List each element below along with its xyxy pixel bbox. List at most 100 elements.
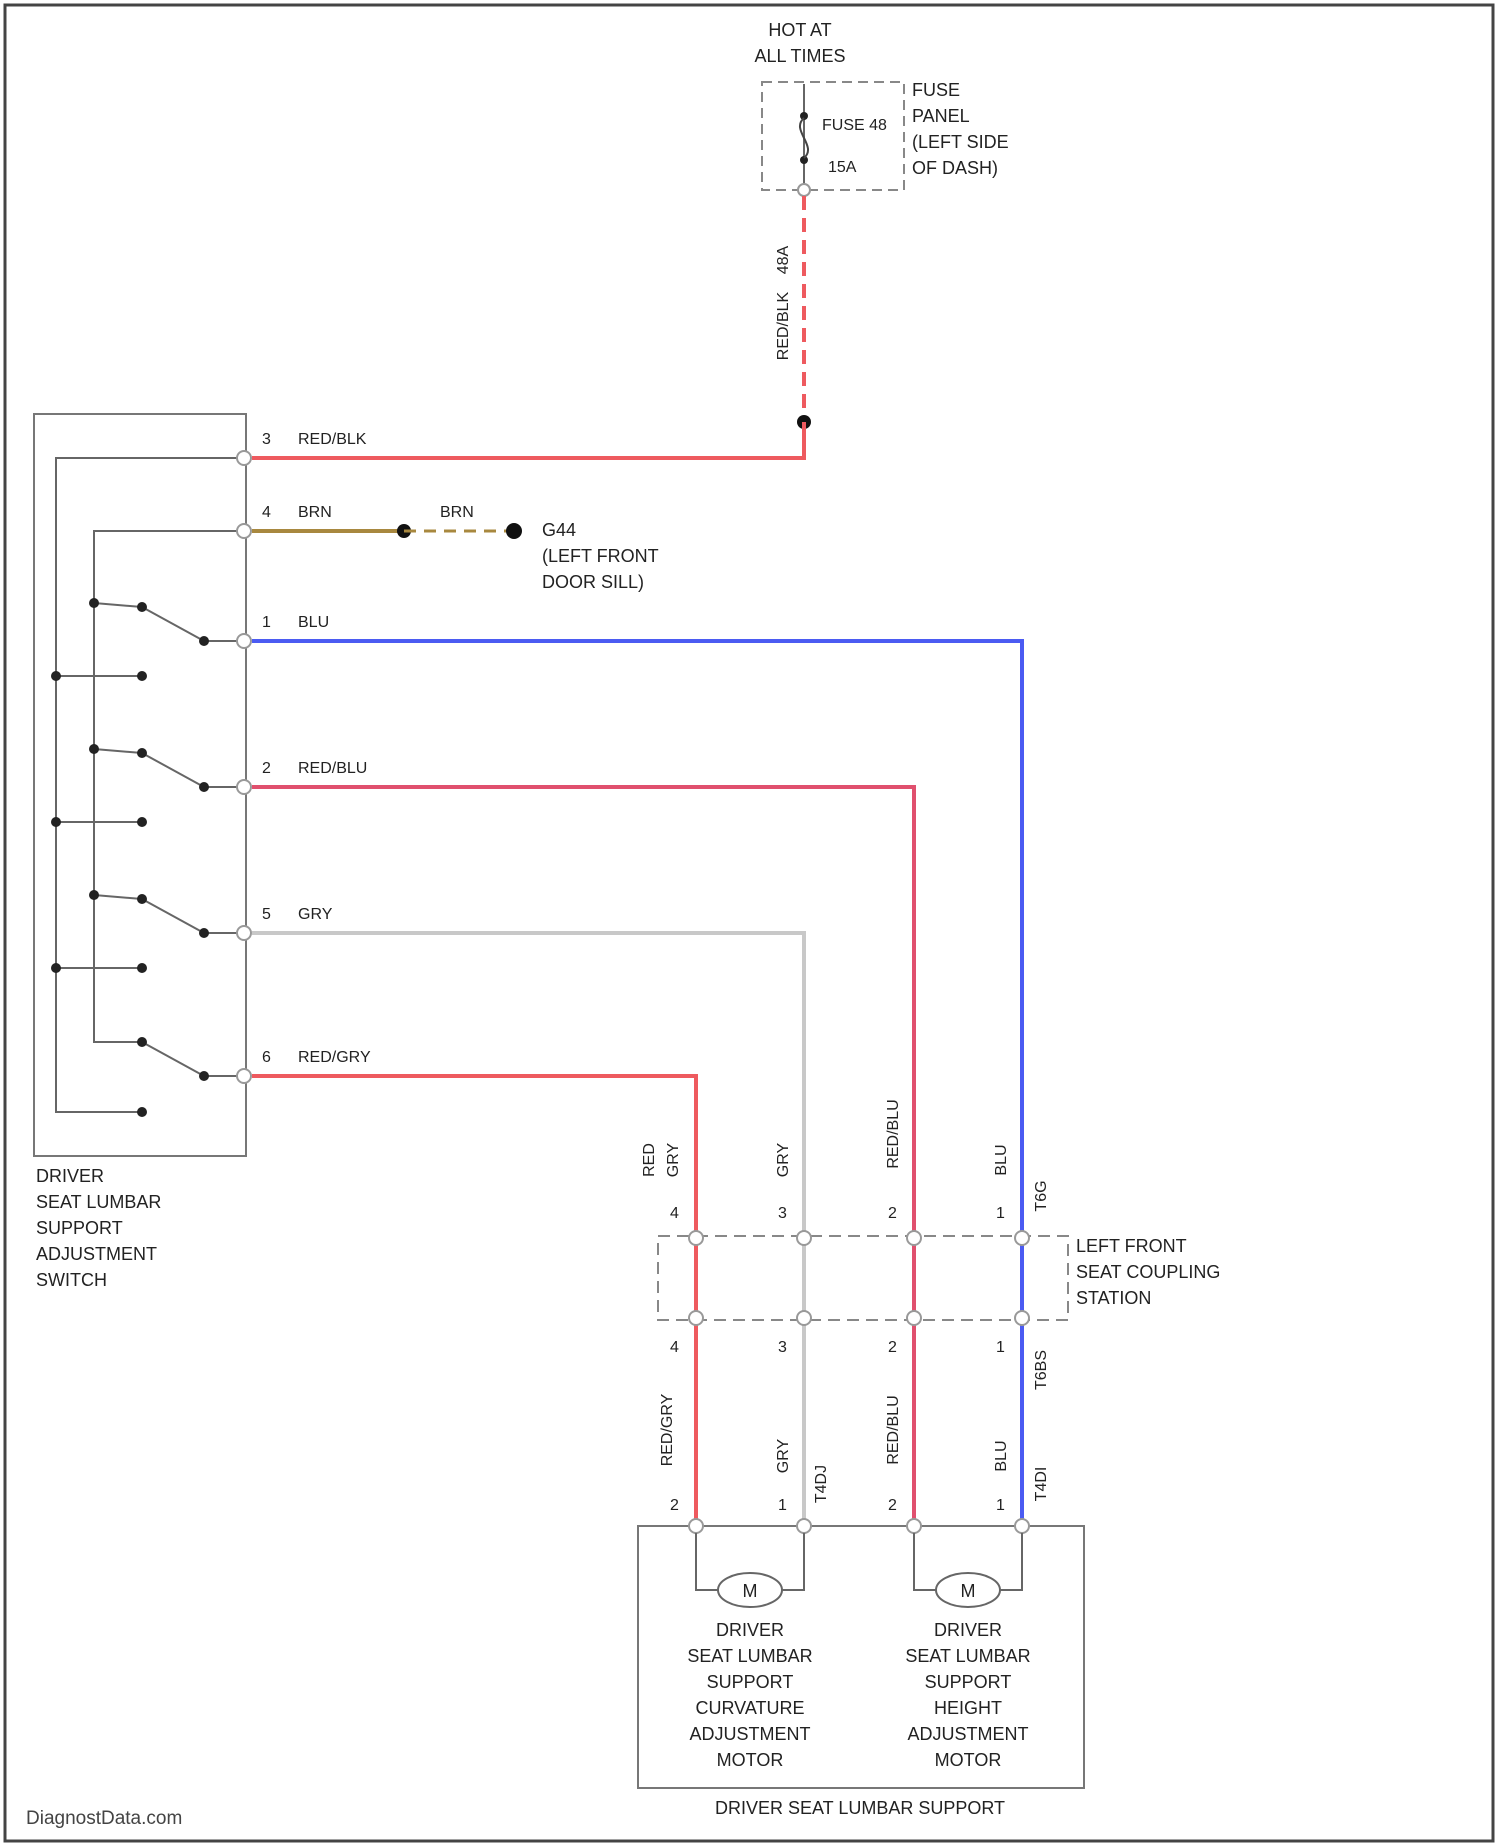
switch-pin-terminal bbox=[237, 926, 251, 940]
height-motor: M DRIVER SEAT LUMBAR SUPPORT HEIGHT ADJU… bbox=[905, 1533, 1030, 1770]
switch-pin-number: 6 bbox=[262, 1049, 271, 1066]
coupling-top-pin-number: 1 bbox=[996, 1205, 1005, 1222]
switch-pin-wire: RED/GRY bbox=[298, 1049, 371, 1066]
coupling-bottom-wire: GRY bbox=[775, 1438, 792, 1473]
switch-pin-terminal bbox=[237, 1069, 251, 1083]
switch-pin-terminal bbox=[237, 634, 251, 648]
fuse-panel-label: PANEL bbox=[912, 106, 970, 126]
ground-label: (LEFT FRONT bbox=[542, 546, 659, 566]
switch-label: SEAT LUMBAR bbox=[36, 1192, 161, 1212]
coupling-bottom-wire: BLU bbox=[993, 1440, 1010, 1471]
switch-pin-number: 1 bbox=[262, 614, 271, 631]
driver-seat-lumbar-switch: DRIVER SEAT LUMBAR SUPPORT ADJUSTMENT SW… bbox=[34, 414, 251, 1290]
switch-pin-wire: BRN bbox=[298, 504, 332, 521]
fuse-pin-number: 48A bbox=[775, 245, 792, 274]
driver-seat-lumbar-support-assembly: T4DJ T4DI 2 1 2 1 M DRIVER SEAT LUMBAR S… bbox=[638, 1465, 1084, 1818]
coupling-bottom-connector: T6BS bbox=[1033, 1350, 1050, 1390]
curvature-motor: M DRIVER SEAT LUMBAR SUPPORT CURVATURE A… bbox=[687, 1533, 812, 1770]
switch-contact bbox=[51, 890, 244, 973]
motor-pin-number: 2 bbox=[670, 1497, 679, 1514]
fuse-panel: HOT AT ALL TIMES FUSE 48 15A FUSE PANEL … bbox=[754, 20, 1008, 196]
motor-label: CURVATURE bbox=[695, 1698, 804, 1718]
coupling-top-wire: RED bbox=[641, 1143, 658, 1177]
coupling-pin-bottom bbox=[1015, 1311, 1029, 1325]
coupling-top-wire: BLU bbox=[993, 1144, 1010, 1175]
motor-pin-terminal bbox=[907, 1519, 921, 1533]
coupling-top-pin-number: 4 bbox=[670, 1205, 679, 1222]
fuse-name: FUSE 48 bbox=[822, 117, 887, 134]
switch-pin-wire: GRY bbox=[298, 906, 333, 923]
motor-pin-number: 1 bbox=[778, 1497, 787, 1514]
coupling-top-wire: GRY bbox=[665, 1142, 682, 1177]
coupling-bottom-pin-number: 4 bbox=[670, 1339, 679, 1356]
motor-label: SEAT LUMBAR bbox=[687, 1646, 812, 1666]
coupling-top-pin-number: 2 bbox=[888, 1205, 897, 1222]
switch-label: DRIVER bbox=[36, 1166, 104, 1186]
coupling-bottom-pin-number: 2 bbox=[888, 1339, 897, 1356]
coupling-bottom-wire: RED/BLU bbox=[885, 1395, 902, 1464]
ground-wire-color: BRN bbox=[440, 504, 474, 521]
motor-label: SUPPORT bbox=[707, 1672, 794, 1692]
switch-label: SUPPORT bbox=[36, 1218, 123, 1238]
wire-pin1-blu bbox=[252, 641, 1022, 1524]
switch-contact bbox=[137, 1037, 244, 1117]
switch-label: ADJUSTMENT bbox=[36, 1244, 157, 1264]
ground-name: G44 bbox=[542, 520, 576, 540]
coupling-bottom-pin-number: 1 bbox=[996, 1339, 1005, 1356]
watermark: DiagnostData.com bbox=[26, 1808, 182, 1829]
ground-point bbox=[506, 523, 522, 539]
coupling-pin-bottom bbox=[907, 1311, 921, 1325]
wire-pin6-redgry bbox=[252, 1076, 696, 1524]
switch-pin-number: 4 bbox=[262, 504, 271, 521]
motor-symbol: M bbox=[743, 1581, 758, 1601]
switch-pin-number: 5 bbox=[262, 906, 271, 923]
feed-wire-color: RED/BLK bbox=[775, 291, 792, 360]
switch-label: SWITCH bbox=[36, 1270, 107, 1290]
coupling-label: LEFT FRONT bbox=[1076, 1236, 1187, 1256]
motor-pin-terminal bbox=[797, 1519, 811, 1533]
motor-label: SUPPORT bbox=[925, 1672, 1012, 1692]
motor-pin-number: 2 bbox=[888, 1497, 897, 1514]
switch-pin-terminal bbox=[237, 780, 251, 794]
fuse-panel-label: (LEFT SIDE bbox=[912, 132, 1009, 152]
coupling-bottom-pin-number: 3 bbox=[778, 1339, 787, 1356]
all-times-label: ALL TIMES bbox=[754, 46, 845, 66]
coupling-pin-bottom bbox=[689, 1311, 703, 1325]
motor-pin-terminal bbox=[1015, 1519, 1029, 1533]
motor-pin-number: 1 bbox=[996, 1497, 1005, 1514]
fuse-rating: 15A bbox=[828, 159, 857, 176]
hot-at-label: HOT AT bbox=[768, 20, 831, 40]
motor-label: ADJUSTMENT bbox=[690, 1724, 811, 1744]
switch-bus-supply bbox=[56, 458, 244, 1112]
coupling-pin-top bbox=[907, 1231, 921, 1245]
switch-pin-number: 3 bbox=[262, 431, 271, 448]
coupling-pin-bottom bbox=[797, 1311, 811, 1325]
switch-pin-wire: BLU bbox=[298, 614, 329, 631]
coupling-pin-top bbox=[1015, 1231, 1029, 1245]
motor-label: HEIGHT bbox=[934, 1698, 1002, 1718]
coupling-station-box bbox=[658, 1236, 1068, 1320]
page-border bbox=[5, 5, 1493, 1841]
motor-pin-terminal bbox=[689, 1519, 703, 1533]
ground-label: DOOR SILL) bbox=[542, 572, 644, 592]
switch-pin-terminal bbox=[237, 524, 251, 538]
switch-pin-wire: RED/BLU bbox=[298, 760, 367, 777]
motor-label: DRIVER bbox=[716, 1620, 784, 1640]
coupling-top-wire: RED/BLU bbox=[885, 1099, 902, 1168]
motor-label: DRIVER bbox=[934, 1620, 1002, 1640]
motor-label: SEAT LUMBAR bbox=[905, 1646, 1030, 1666]
switch-pin-number: 2 bbox=[262, 760, 271, 777]
coupling-top-wire: GRY bbox=[775, 1142, 792, 1177]
motor-label: ADJUSTMENT bbox=[908, 1724, 1029, 1744]
switch-contact bbox=[51, 598, 244, 681]
fuse-pin bbox=[798, 184, 810, 196]
coupling-top-pin-number: 3 bbox=[778, 1205, 787, 1222]
fuse-panel-label: FUSE bbox=[912, 80, 960, 100]
left-front-seat-coupling-station: LEFT FRONT SEAT COUPLING STATION RED GRY… bbox=[641, 1099, 1220, 1473]
motor-connector-left: T4DJ bbox=[813, 1465, 830, 1503]
fuse-panel-label: OF DASH) bbox=[912, 158, 998, 178]
motor-label: MOTOR bbox=[717, 1750, 784, 1770]
coupling-top-connector: T6G bbox=[1033, 1180, 1050, 1211]
switch-pin-wire: RED/BLK bbox=[298, 431, 367, 448]
